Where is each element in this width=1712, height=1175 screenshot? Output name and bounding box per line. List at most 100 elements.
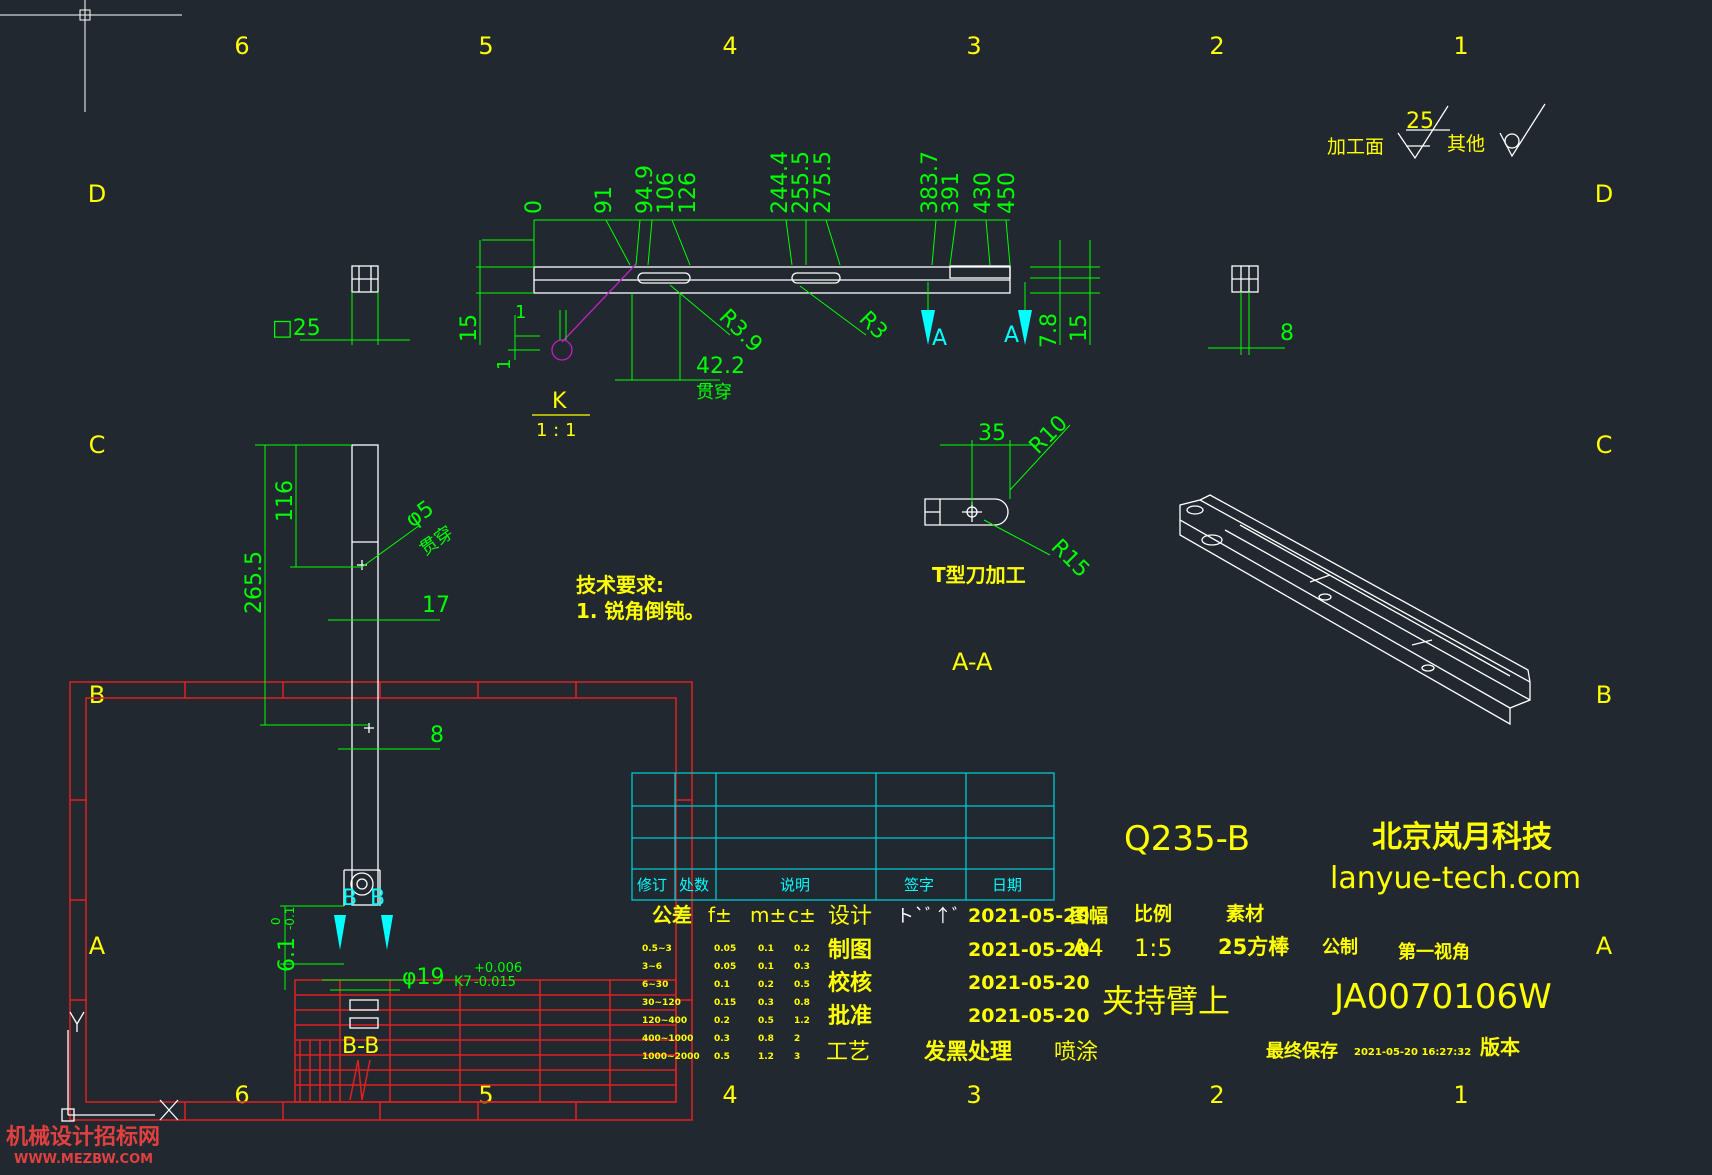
tol-c-3: 0.8 [794,998,810,1008]
top-view-outline [533,265,1011,294]
final-save-value: 2021-05-20 16:27:32 [1354,1047,1471,1058]
part-name: 夹持臂上 [1102,982,1230,1020]
zone-col-top-3: 4 [722,32,737,60]
tol-f-6: 0.5 [714,1052,730,1062]
tech-req-item-1: 1. 锐角倒钝。 [576,599,704,623]
tol-f-3: 0.15 [714,998,736,1008]
dim-r3-9: R3.9 [714,305,767,358]
dim-42-2: 42.2 [696,354,745,379]
tol-19-lower: -0.015 [474,975,516,990]
section-arrows-a [921,282,1032,345]
hidden-line [561,263,637,343]
zone-col-top-2: 5 [478,32,493,60]
stock-label: 素材 [1226,902,1264,925]
tol-6-1-upper: 0 [269,917,283,925]
dim-square-25: □25 [272,316,321,341]
rev-header-description: 说明 [780,876,810,894]
scale-label: 比例 [1134,902,1172,925]
section-aa-caption: T型刀加工 [932,563,1026,587]
ord-91: 91 [592,186,617,214]
sheet-size-label: 图幅 [1070,904,1108,927]
roughness-symbol-other [1499,103,1546,158]
tol-m-1: 0.1 [758,962,774,972]
scale-value: 1:5 [1134,934,1173,962]
dim-r10: R10 [1025,411,1073,459]
other-surface-label: 其他 [1447,133,1485,155]
zone-col-bot-4: 3 [966,1081,981,1109]
tol-c-4: 1.2 [794,1016,810,1026]
dim-8-side: 8 [430,723,444,748]
tol-header-3: c± [788,903,816,927]
zone-col-top-1: 6 [234,32,249,60]
tol-f-5: 0.3 [714,1034,730,1044]
ordinate-dims [533,219,1011,267]
tol-c-0: 0.2 [794,944,810,954]
company-website: lanyue-tech.com [1330,861,1581,896]
note-through-1: 贯穿 [696,382,732,403]
final-save-label: 最终保存 [1266,1040,1338,1062]
rev-header-revision: 修订 [637,876,667,894]
tol-m-2: 0.2 [758,980,774,990]
tol-f-1: 0.05 [714,962,736,972]
zone-row-left-4: A [89,932,106,960]
tol-m-0: 0.1 [758,944,774,954]
date-drafting: 2021-05-20 [968,939,1090,961]
end-view-right: 8 [1208,265,1294,355]
role-approval: 批准 [828,1004,872,1029]
section-a-left-label: A [932,326,947,351]
tol-header-0: 公差 [652,903,692,927]
section-b1-label: B [342,886,357,911]
ord-106: 106 [654,172,679,214]
part-number: JA0070106W [1332,977,1552,1017]
tol-f-2: 0.1 [714,980,730,990]
process-label: 工艺 [826,1040,870,1065]
tol-range-0: 0.5~3 [642,944,672,954]
role-design: 设计 [828,904,872,929]
machined-surface-label: 加工面 [1327,136,1384,158]
role-checking: 校核 [828,970,872,996]
tol-c-5: 2 [794,1034,800,1044]
red-viewport-frame [69,681,693,1121]
dim-phi-19: φ19 [402,965,445,990]
zone-row-right-1: D [1595,180,1613,208]
projection: 第一视角 [1398,941,1470,963]
section-a-right-label: A [1004,323,1019,348]
zone-col-bot-6: 1 [1453,1081,1468,1109]
title-block: Q235-B 北京岚月科技 lanyue-tech.com 公差 f± m± c… [642,819,1581,1065]
dim-265-5: 265.5 [242,551,267,614]
dim-15-right: 15 [1067,314,1092,342]
dim-6-1: 6.1 [275,937,300,972]
tol-c-2: 0.5 [794,980,810,990]
material: Q235-B [1124,819,1250,859]
dim-7-8: 7.8 [1037,313,1062,348]
tol-header-2: m± [750,903,786,927]
zone-row-left-1: D [88,180,106,208]
crosshair-cursor [0,0,182,112]
zone-col-top-4: 3 [966,32,981,60]
tol-range-4: 120~400 [642,1016,687,1026]
tol-c-6: 3 [794,1052,800,1062]
tol-range-3: 30~120 [642,998,681,1008]
tol-19-upper: +0.006 [474,961,522,976]
sheet-size-value: A4 [1072,934,1104,962]
ord-383-7: 383.7 [918,151,943,214]
dim-35: 35 [978,421,1006,446]
zone-row-right-3: B [1596,681,1612,709]
zone-col-top-6: 1 [1453,32,1468,60]
company-name: 北京岚月科技 [1372,820,1552,855]
zone-col-top-5: 2 [1209,32,1224,60]
side-view: 116 265.5 φ5 贯穿 17 8 6.1 0 -0.1 φ19 K7 +… [242,444,522,1059]
roughness-symbol-machined [1397,105,1450,160]
rev-header-count: 处数 [679,876,709,894]
tol-m-5: 0.8 [758,1034,774,1044]
zone-row-left-3: B [89,681,105,709]
tol-m-6: 1.2 [758,1052,774,1062]
tech-req-heading: 技术要求: [576,573,664,597]
ord-0: 0 [522,200,547,214]
section-aa: 35 R10 R15 T型刀加工 A-A [924,411,1094,676]
dim-phi-5: φ5 [401,496,439,533]
tol-range-6: 1000~2000 [642,1052,700,1062]
rev-header-date: 日期 [992,876,1022,894]
dim-17: 17 [422,593,450,618]
